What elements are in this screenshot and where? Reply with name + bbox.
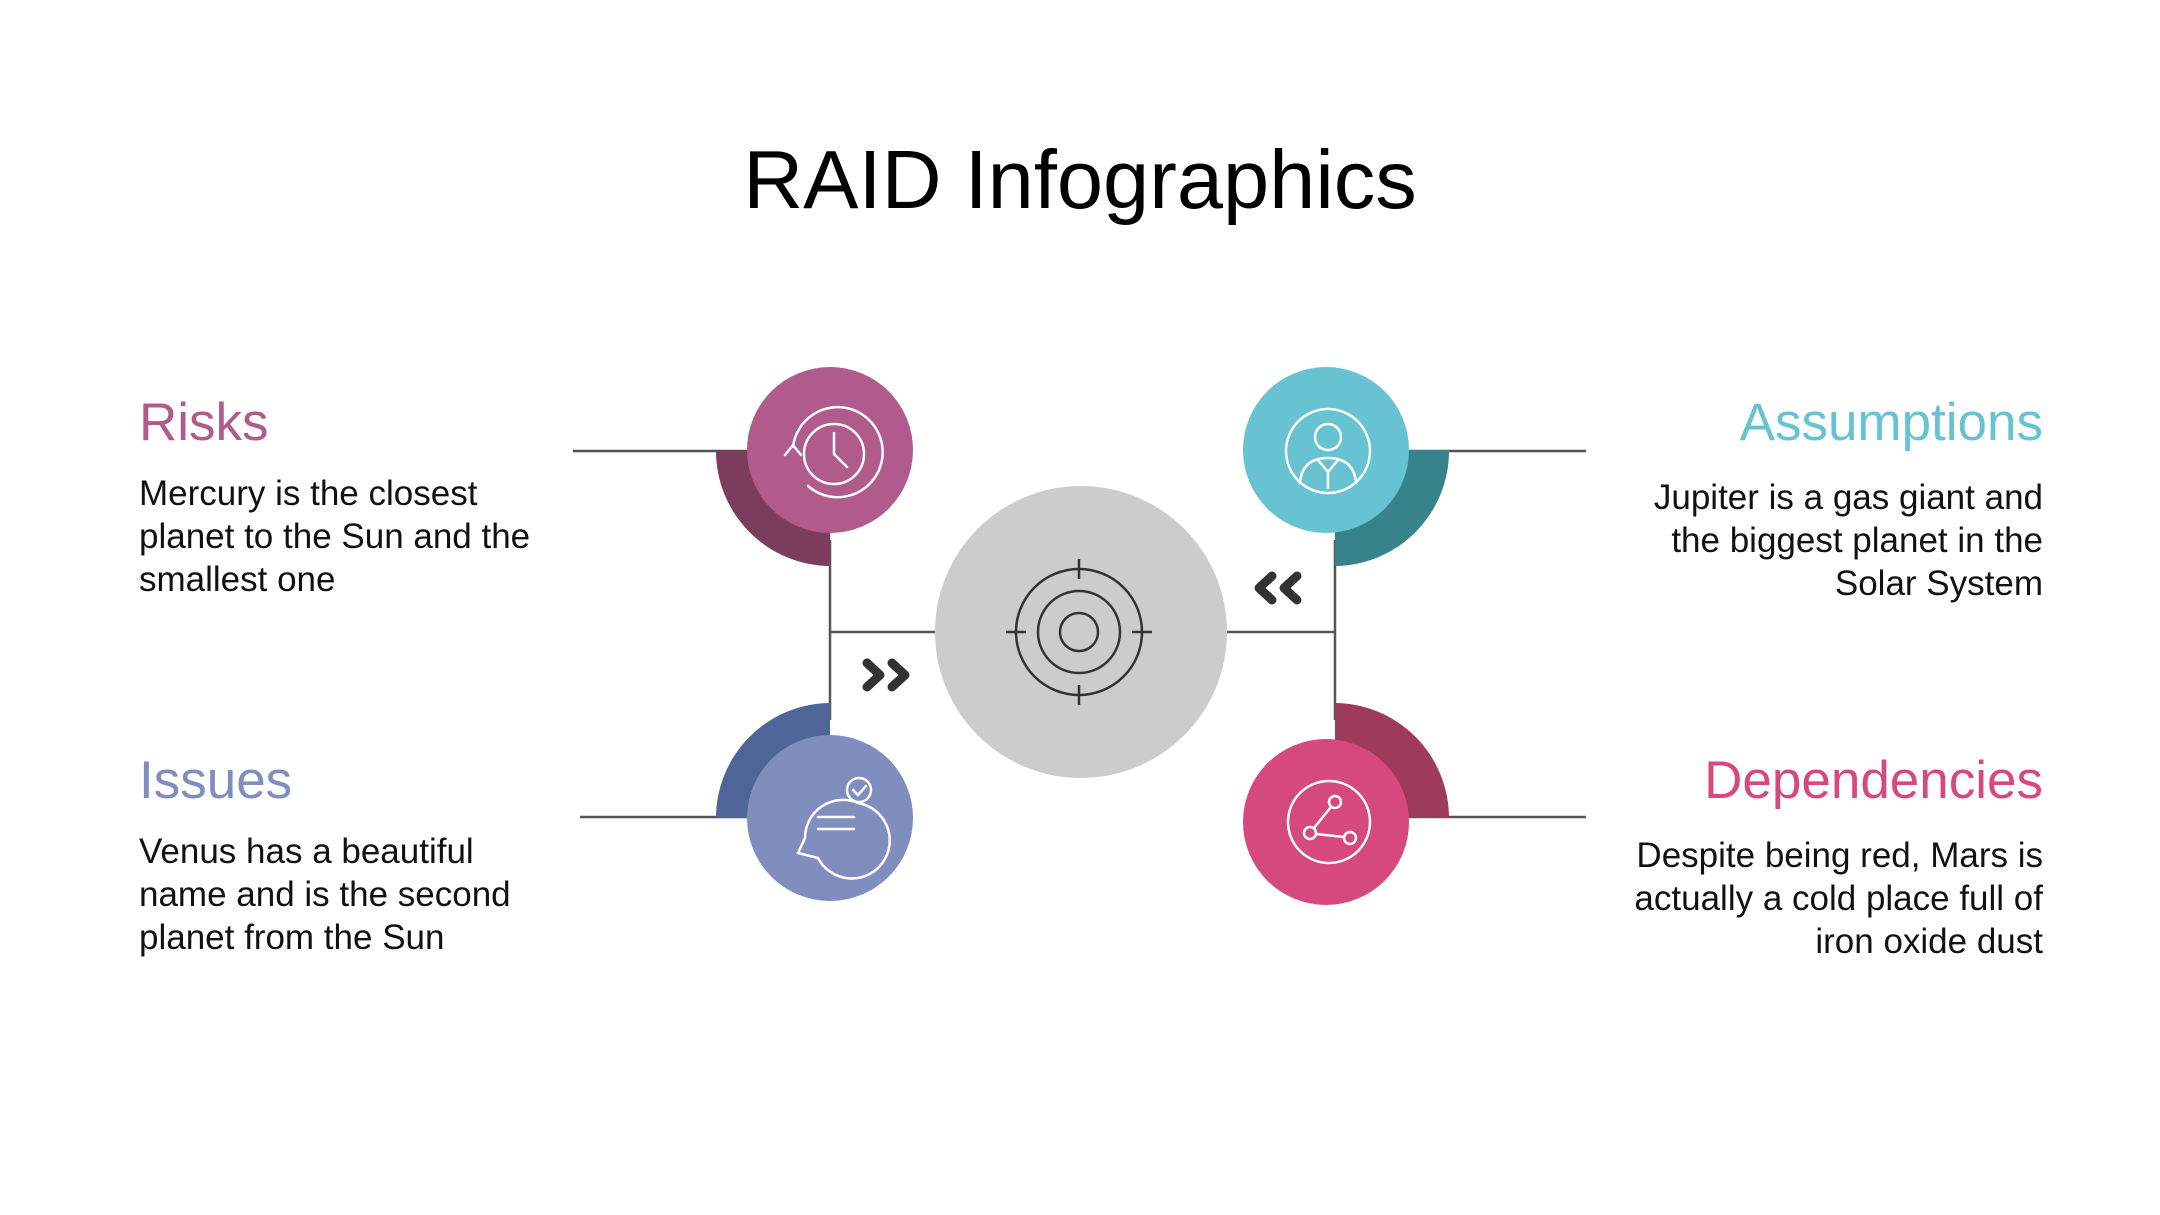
share-nodes-icon xyxy=(1286,779,1372,865)
center-circle xyxy=(935,486,1227,778)
page-title: RAID Infographics xyxy=(743,133,1417,226)
risks-title: Risks xyxy=(139,393,269,452)
double-chevron-right-icon xyxy=(862,658,910,692)
target-icon xyxy=(1006,559,1152,705)
chat-check-icon xyxy=(796,776,891,880)
issues-title: Issues xyxy=(139,751,293,810)
dependencies-title: Dependencies xyxy=(1704,751,2043,810)
user-icon xyxy=(1284,407,1372,495)
issues-description: Venus has a beautiful name and is the se… xyxy=(139,832,511,957)
dependencies-description: Despite being red, Mars is actually a co… xyxy=(1634,836,2043,961)
dependencies-circle xyxy=(1243,739,1409,905)
assumptions-title: Assumptions xyxy=(1739,393,2043,452)
risks-description: Mercury is the closest planet to the Sun… xyxy=(139,474,531,599)
risks-circle xyxy=(747,367,913,533)
assumptions-description: Jupiter is a gas giant and the biggest p… xyxy=(1653,478,2043,603)
double-chevron-left-icon xyxy=(1254,571,1302,605)
clock-history-icon xyxy=(783,405,884,499)
